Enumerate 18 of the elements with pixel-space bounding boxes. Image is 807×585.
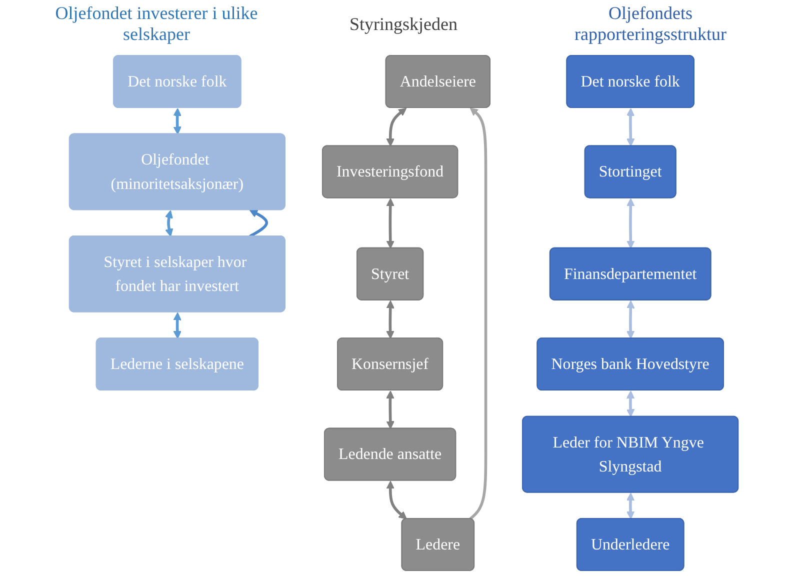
- arrow: [469, 108, 487, 520]
- arrow: [626, 492, 634, 520]
- arrow: [626, 198, 635, 249]
- arrow: [386, 198, 394, 249]
- arrow: [386, 108, 406, 147]
- arrow: [164, 210, 173, 237]
- arrow: [172, 108, 182, 135]
- arrow: [626, 390, 634, 418]
- arrow: [626, 108, 635, 147]
- arrow: [386, 300, 394, 339]
- arrow: [626, 300, 635, 339]
- column-heading: Oljefondets rapporteringsstruktur: [574, 3, 728, 45]
- column-heading: Styringskjeden: [350, 14, 458, 34]
- arrow: [386, 480, 407, 520]
- arrow: [386, 390, 394, 430]
- arrow: [172, 312, 182, 339]
- column-heading: Oljefondet investerer i ulike selskaper: [54, 3, 259, 45]
- arrow: [248, 210, 268, 238]
